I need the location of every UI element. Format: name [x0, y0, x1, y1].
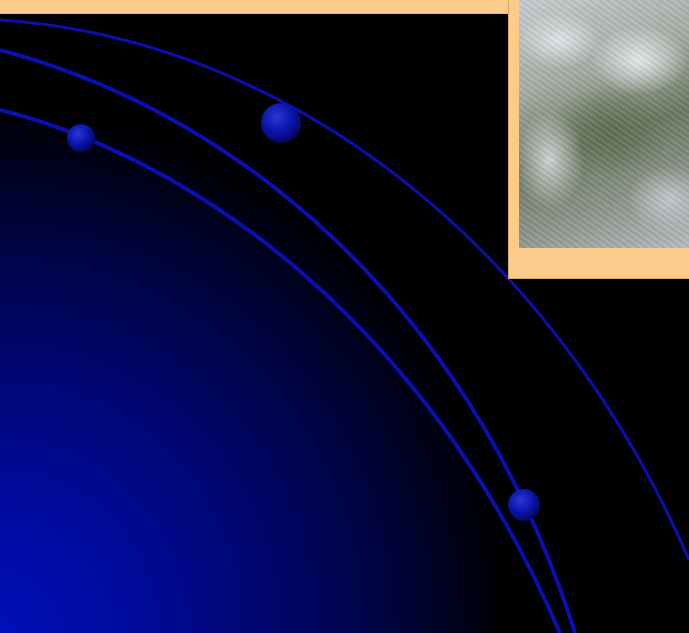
title-accent-bar [0, 0, 508, 14]
orbit-arc-inner [0, 108, 562, 633]
orbit-arc-outer [0, 18, 689, 561]
satellite-image [519, 0, 689, 248]
orbit-orb-top [261, 103, 301, 143]
orbit-orb-bottom [508, 489, 540, 521]
photo-frame [508, 0, 689, 279]
orbit-orb-left [67, 124, 95, 152]
